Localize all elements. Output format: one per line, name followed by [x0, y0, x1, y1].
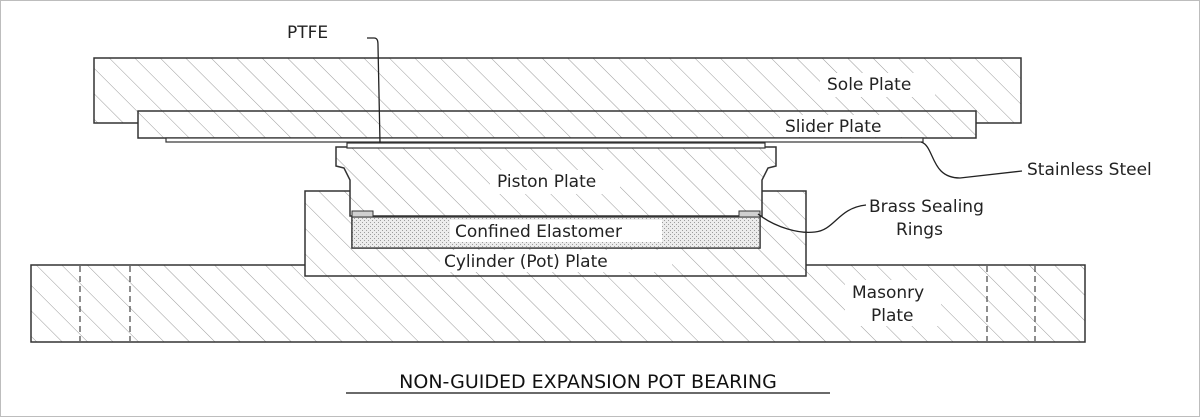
brass-sealing-ring-right: [738, 210, 761, 218]
ptfe-leader-line: [367, 37, 381, 144]
masonry-plate-label-line2: Plate: [871, 306, 914, 326]
brass-rings-leader-line: [757, 204, 867, 234]
masonry-plate-label-line1: Masonry: [852, 283, 924, 303]
ptfe-layer: [346, 142, 766, 149]
confined-elastomer-label: Confined Elastomer: [455, 222, 622, 242]
stainless-steel-label: Stainless Steel: [1027, 160, 1152, 180]
ptfe-label: PTFE: [287, 23, 328, 43]
sole-plate-label-backdrop: [820, 73, 935, 97]
stainless-steel-leader-line: [920, 141, 1023, 179]
diagram-title: NON-GUIDED EXPANSION POT BEARING: [399, 371, 777, 393]
anchor-bolt-holes: [79, 266, 1036, 341]
cylinder-label-backdrop: [440, 250, 672, 272]
piston-plate-label-backdrop: [490, 170, 620, 194]
brass-sealing-label-line2: Rings: [896, 220, 943, 240]
slider-plate-label-backdrop: [780, 115, 904, 137]
slider-plate-label: Slider Plate: [785, 117, 881, 137]
cylinder-plate-label: Cylinder (Pot) Plate: [444, 252, 608, 272]
brass-sealing-label-line1: Brass Sealing: [869, 197, 984, 217]
stainless-steel-sheet: [165, 137, 924, 143]
sole-plate-label: Sole Plate: [827, 75, 911, 95]
brass-sealing-ring-left: [351, 210, 374, 218]
masonry-label-backdrop: [845, 280, 941, 326]
piston-plate-label: Piston Plate: [497, 172, 596, 192]
elastomer-label-backdrop: [450, 220, 662, 242]
